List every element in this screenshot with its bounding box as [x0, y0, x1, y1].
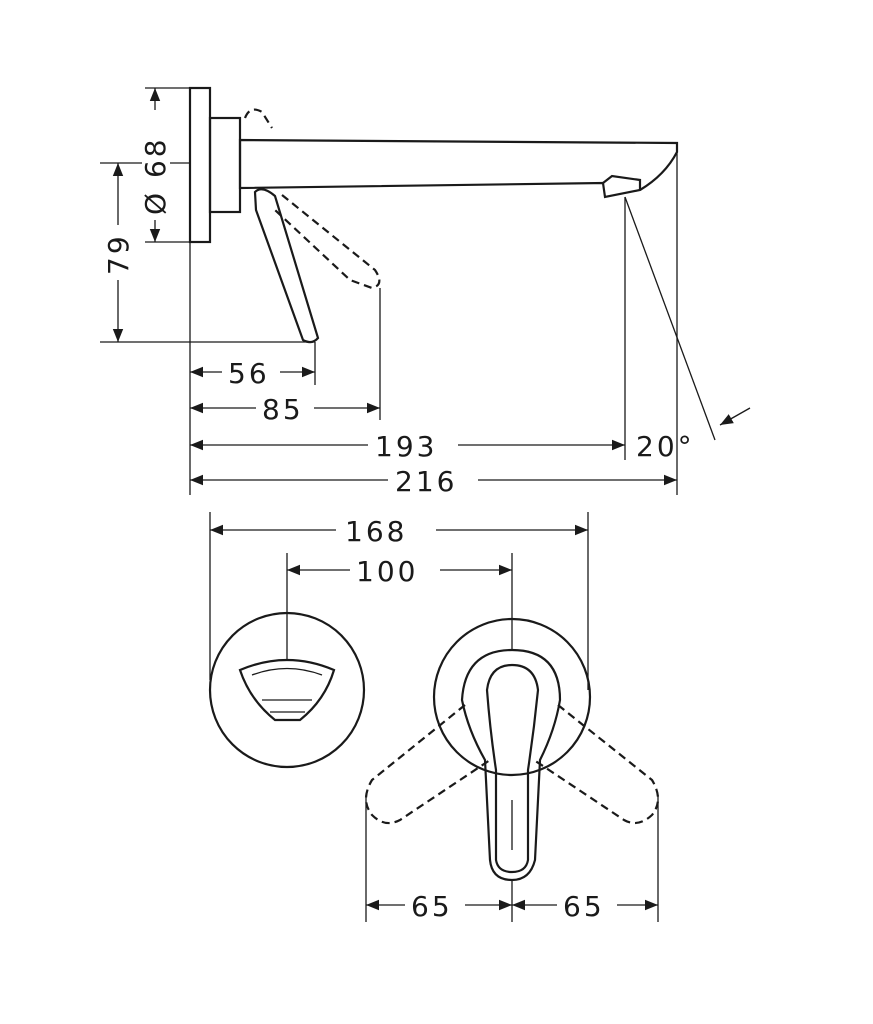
wall-plate: [188, 86, 212, 244]
front-view: 168 100 65 65: [208, 512, 660, 923]
lever-left-open: [364, 704, 491, 825]
dim-plate-diameter: Ø 68: [139, 136, 172, 215]
spout-outlet-front: [238, 658, 336, 722]
lever-cap: [460, 648, 562, 882]
dim-handle-reach: 56: [228, 357, 270, 390]
dim-spray-angle: 20°: [636, 430, 695, 463]
dim-height: 79: [102, 233, 135, 275]
plate-boss: [208, 116, 242, 214]
lever-handle: [485, 663, 540, 874]
side-view: Ø 68 79 56 85 193 216 20°: [100, 86, 751, 498]
dim-lever-left-swing: 65: [411, 890, 453, 923]
spout-outlet: [602, 174, 642, 190]
handle-lever: [253, 188, 320, 344]
handle-lever-open: [274, 194, 381, 290]
lever-right-open: [533, 704, 660, 825]
spout: [238, 138, 679, 199]
dim-handle-reach-open: 85: [262, 393, 304, 426]
dim-outer-spacing: 168: [345, 515, 407, 548]
handle-top-open: [243, 108, 273, 129]
dim-center-spacing: 100: [356, 555, 418, 588]
dim-outlet-distance: 193: [375, 430, 437, 463]
dim-lever-right-swing: 65: [563, 890, 605, 923]
dim-total-projection: 216: [395, 465, 457, 498]
